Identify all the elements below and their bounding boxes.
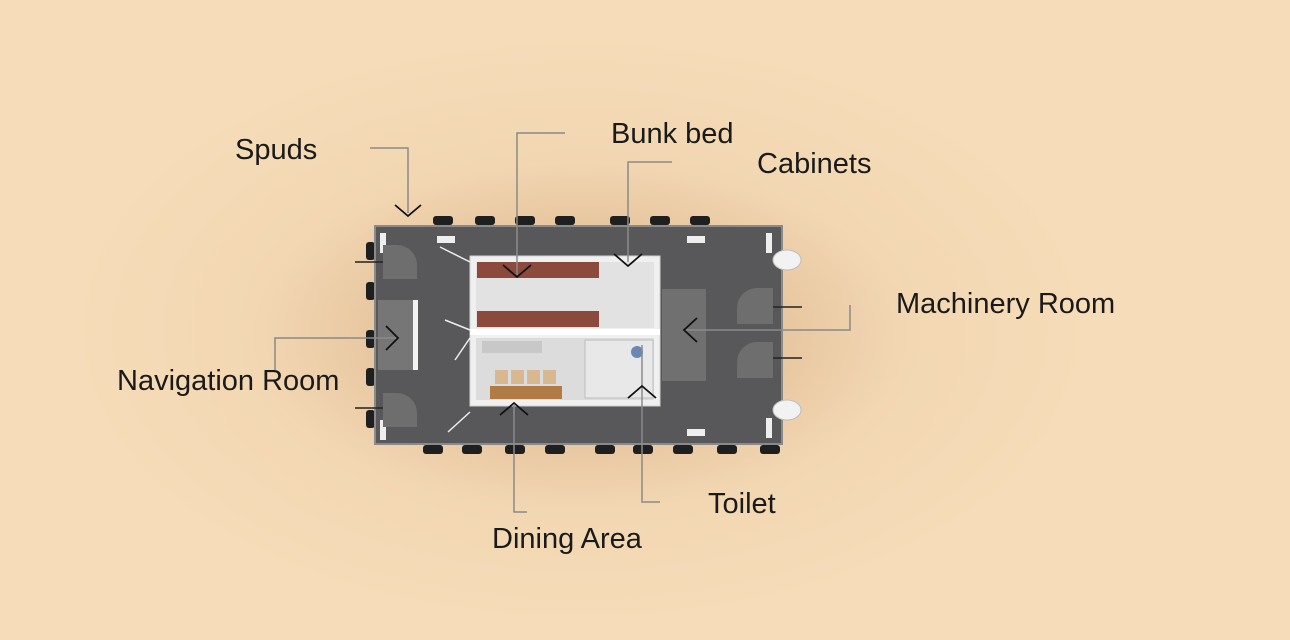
bollards-right (772, 249, 802, 421)
navigation-console (378, 300, 418, 370)
spud-housings-right (737, 288, 773, 378)
label-dining-area: Dining Area (492, 523, 642, 555)
arrow-cabinets (613, 253, 643, 268)
arrow-toilet (627, 384, 657, 399)
spud-pins-left (355, 261, 383, 409)
leader-toilet (641, 345, 660, 503)
dining-table (490, 386, 562, 399)
toilet-fixture (631, 346, 643, 358)
kitchen-counter (482, 341, 542, 353)
leader-navigation-room (274, 337, 398, 370)
leader-arrowheads (385, 204, 698, 416)
label-toilet: Toilet (708, 488, 776, 520)
spud-pins-right (773, 306, 802, 359)
leader-cabinets (627, 161, 672, 262)
arrow-machinery-room (682, 317, 698, 343)
label-cabinets: Cabinets (757, 148, 872, 180)
bunk-top (477, 262, 599, 278)
arrow-bunk-bed (502, 264, 532, 279)
arrow-navigation-room (385, 325, 400, 351)
fenders-bottom (423, 445, 780, 454)
spud-housings-left (383, 245, 417, 427)
fenders-top (433, 216, 710, 225)
label-spuds: Spuds (235, 134, 318, 166)
toilet-room (584, 339, 654, 399)
arrow-spuds (394, 204, 422, 218)
machinery-block (662, 289, 706, 381)
leader-lines (274, 132, 851, 513)
dining-chairs (495, 370, 556, 384)
door-swing-lines (439, 246, 471, 433)
leader-spuds (370, 147, 409, 213)
navigation-window (413, 300, 418, 370)
deck-fixtures (380, 233, 772, 440)
label-bunk-bed: Bunk bed (611, 118, 734, 150)
label-navigation-room: Navigation Room (117, 365, 340, 397)
bunk-bottom (477, 311, 599, 327)
label-machinery-room: Machinery Room (896, 288, 1116, 320)
leader-machinery-room (685, 305, 851, 331)
fenders-left (366, 242, 375, 428)
arrow-dining-area (499, 401, 529, 416)
leader-bunk-bed (516, 132, 565, 275)
leader-dining-area (513, 405, 527, 513)
